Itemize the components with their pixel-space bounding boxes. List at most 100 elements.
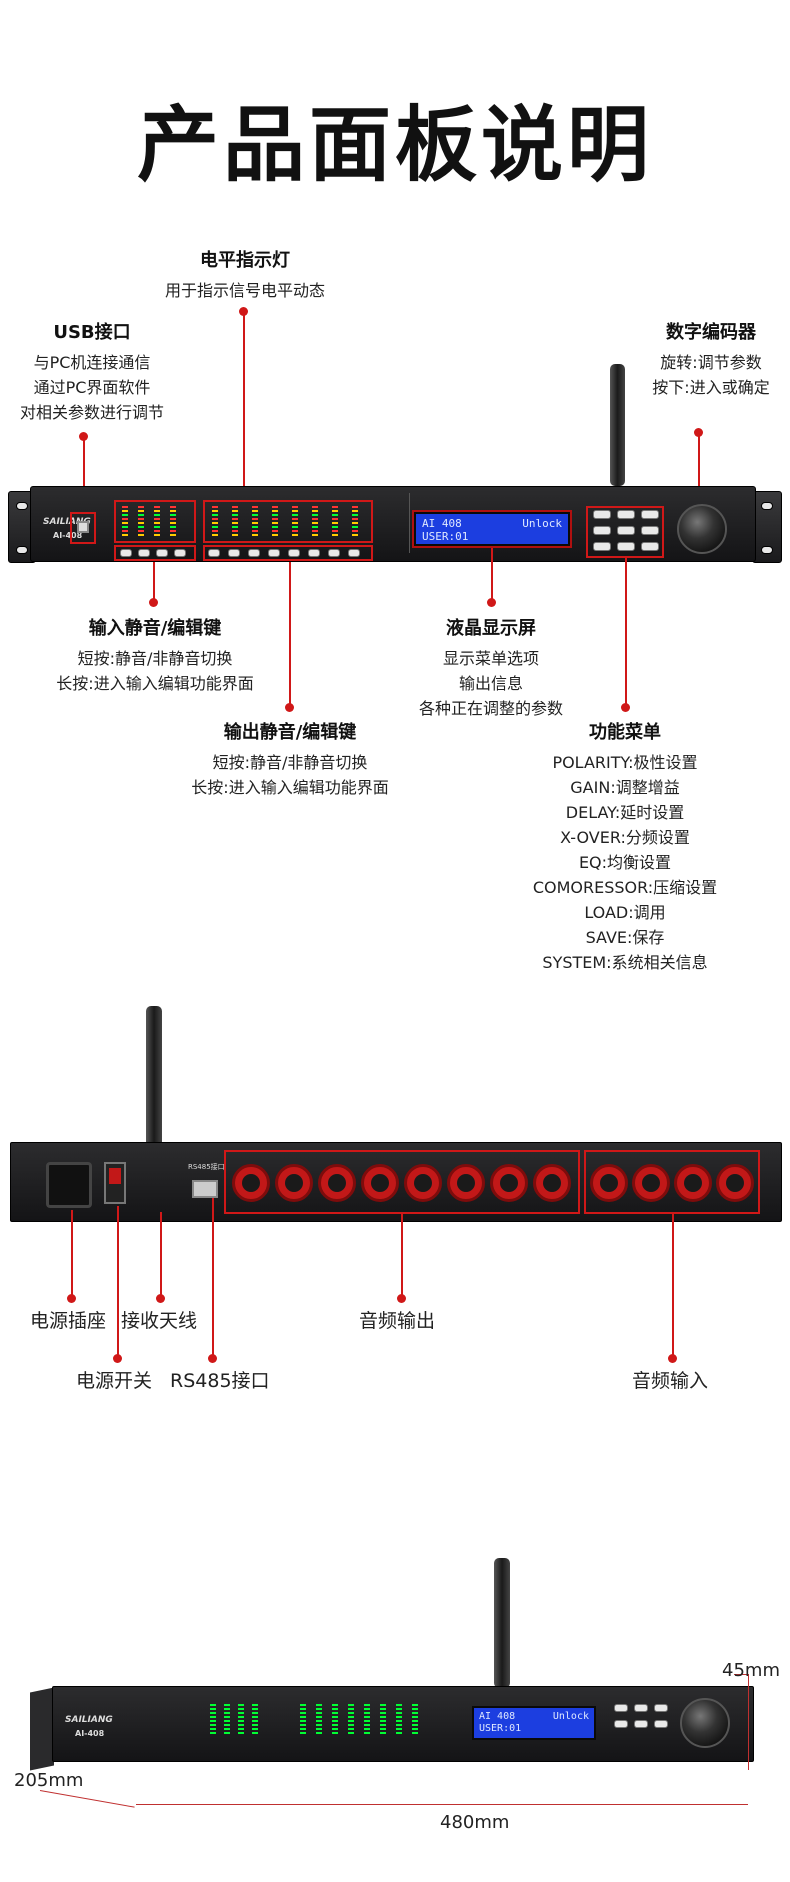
dim-menu-key <box>614 1720 628 1728</box>
output-meter <box>272 506 278 538</box>
annotation-encoder: 数字编码器 旋转:调节参数 按下:进入或确定 <box>636 318 786 400</box>
output-mute-line: 短按:静音/非静音切换 <box>212 753 368 772</box>
input-meter <box>122 506 128 538</box>
dim-meter <box>348 1704 354 1734</box>
input-mute-button[interactable] <box>120 549 132 557</box>
xlr-output[interactable] <box>404 1164 442 1202</box>
menu-line: X-OVER:分频设置 <box>560 828 690 847</box>
input-mute-button[interactable] <box>138 549 150 557</box>
dim-meter <box>332 1704 338 1734</box>
input-mute-button[interactable] <box>156 549 168 557</box>
device-front-3d: SAILIANG AI-408 <box>52 1686 754 1762</box>
annotation-output-mute: 输出静音/编辑键 短按:静音/非静音切换 长按:进入输入编辑功能界面 <box>180 718 400 800</box>
output-mute-button[interactable] <box>348 549 360 557</box>
leader-line <box>153 562 155 602</box>
xlr-input[interactable] <box>632 1164 670 1202</box>
lcd-highlight <box>412 510 572 548</box>
marker-dot <box>285 703 294 712</box>
menu-key[interactable] <box>641 526 659 535</box>
xlr-output[interactable] <box>447 1164 485 1202</box>
brand-logo: SAILIANG <box>43 517 91 527</box>
output-mute-button[interactable] <box>328 549 340 557</box>
leader-line <box>491 548 493 602</box>
xlr-input[interactable] <box>674 1164 712 1202</box>
model-label: AI-408 <box>53 531 83 540</box>
input-meter <box>154 506 160 538</box>
marker-dot <box>668 1354 677 1363</box>
output-mute-line: 长按:进入输入编辑功能界面 <box>191 778 389 797</box>
menu-line: GAIN:调整增益 <box>570 778 680 797</box>
dim-model-label: AI-408 <box>75 1729 105 1738</box>
output-meter <box>212 506 218 538</box>
output-mute-button[interactable] <box>288 549 300 557</box>
menu-line: SYSTEM:系统相关信息 <box>542 953 708 972</box>
xlr-output[interactable] <box>490 1164 528 1202</box>
xlr-input[interactable] <box>716 1164 754 1202</box>
label-antenna: 接收天线 <box>121 1310 198 1332</box>
dim-height: 45mm <box>722 1660 780 1681</box>
output-mute-highlight <box>203 545 373 561</box>
menu-keys-highlight <box>586 506 664 558</box>
output-mute-button[interactable] <box>248 549 260 557</box>
marker-dot <box>156 1294 165 1303</box>
menu-key[interactable] <box>641 542 659 551</box>
dim-brand-logo: SAILIANG <box>65 1715 113 1725</box>
annotation-usb: USB接口 与PC机连接通信 通过PC界面软件 对相关参数进行调节 <box>0 318 184 425</box>
input-mute-line: 短按:静音/非静音切换 <box>77 649 233 668</box>
menu-key[interactable] <box>593 526 611 535</box>
usb-port[interactable] <box>77 521 89 533</box>
menu-key[interactable] <box>617 510 635 519</box>
lcd-desc-line: 各种正在调整的参数 <box>418 699 563 718</box>
xlr-output[interactable] <box>318 1164 356 1202</box>
xlr-output[interactable] <box>533 1164 571 1202</box>
power-socket[interactable] <box>46 1162 92 1208</box>
output-meter <box>252 506 258 538</box>
output-mute-button[interactable] <box>208 549 220 557</box>
encoder-title: 数字编码器 <box>666 322 756 343</box>
usb-highlight <box>70 512 96 544</box>
outputs-highlight <box>224 1150 580 1214</box>
label-audio-in: 音频输入 <box>632 1370 709 1392</box>
dim-meter <box>364 1704 370 1734</box>
menu-key[interactable] <box>593 510 611 519</box>
lcd-screen: AI 408 Unlock USER:01 <box>414 512 570 546</box>
menu-key[interactable] <box>593 542 611 551</box>
output-mute-button[interactable] <box>228 549 240 557</box>
menu-key[interactable] <box>617 542 635 551</box>
xlr-output[interactable] <box>275 1164 313 1202</box>
menu-line: POLARITY:极性设置 <box>552 753 698 772</box>
output-meter <box>332 506 338 538</box>
xlr-input[interactable] <box>590 1164 628 1202</box>
output-mute-button[interactable] <box>308 549 320 557</box>
dim-meter <box>252 1704 258 1734</box>
dim-meter <box>224 1704 230 1734</box>
menu-key[interactable] <box>617 526 635 535</box>
input-meter <box>170 506 176 538</box>
dim-line <box>39 1790 135 1808</box>
level-line: 用于指示信号电平动态 <box>164 281 325 300</box>
leader-line <box>625 558 627 708</box>
output-mute-button[interactable] <box>268 549 280 557</box>
output-meter <box>312 506 318 538</box>
antenna <box>610 364 625 486</box>
encoder-line: 旋转:调节参数 <box>660 353 762 372</box>
dim-menu-key <box>614 1704 628 1712</box>
rs485-port[interactable] <box>192 1180 218 1198</box>
output-meter <box>352 506 358 538</box>
xlr-output[interactable] <box>361 1164 399 1202</box>
input-mute-button[interactable] <box>174 549 186 557</box>
dim-menu-key <box>654 1720 668 1728</box>
dim-line <box>734 1674 748 1675</box>
power-switch[interactable] <box>104 1162 126 1204</box>
leader-line <box>117 1206 119 1358</box>
menu-key[interactable] <box>641 510 659 519</box>
dim-meter <box>380 1704 386 1734</box>
lcd-panel-area <box>409 493 609 553</box>
xlr-output[interactable] <box>232 1164 270 1202</box>
menu-line: LOAD:调用 <box>584 903 666 922</box>
dim-lcd-line2: USER:01 <box>479 1723 522 1734</box>
marker-dot <box>621 703 630 712</box>
leader-line <box>83 436 85 528</box>
menu-line: SAVE:保存 <box>585 928 665 947</box>
parameter-knob[interactable] <box>677 504 727 554</box>
